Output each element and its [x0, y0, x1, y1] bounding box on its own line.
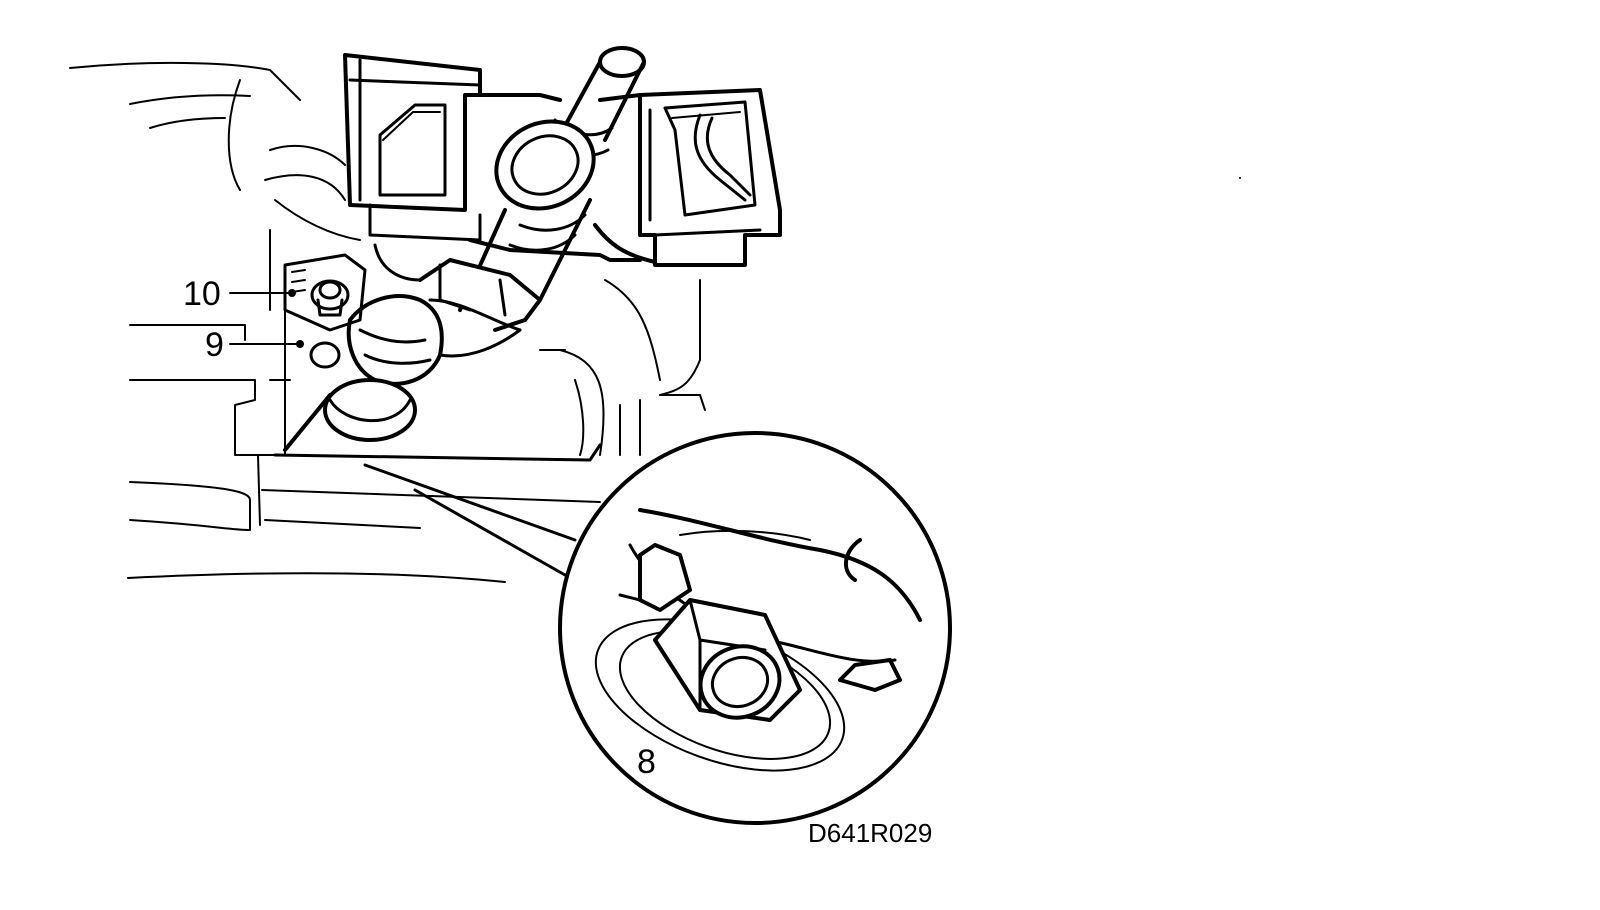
- callout-label-8: 8: [637, 743, 656, 781]
- hole-9: [309, 341, 341, 369]
- housing-outline: [69, 61, 706, 583]
- callout-label-10: 10: [183, 275, 221, 313]
- steering-shaft: [458, 46, 646, 312]
- lock-housing: [593, 88, 782, 267]
- stray-dot: [1239, 177, 1241, 179]
- magnifier-leader: [363, 463, 577, 577]
- callout-label-9: 9: [205, 326, 224, 364]
- bolt-10: [283, 253, 367, 332]
- figure-reference: D641R029: [808, 818, 932, 848]
- ignition-switch: [343, 53, 482, 282]
- detail-magnifier: [558, 431, 952, 825]
- column-boot: [283, 258, 542, 452]
